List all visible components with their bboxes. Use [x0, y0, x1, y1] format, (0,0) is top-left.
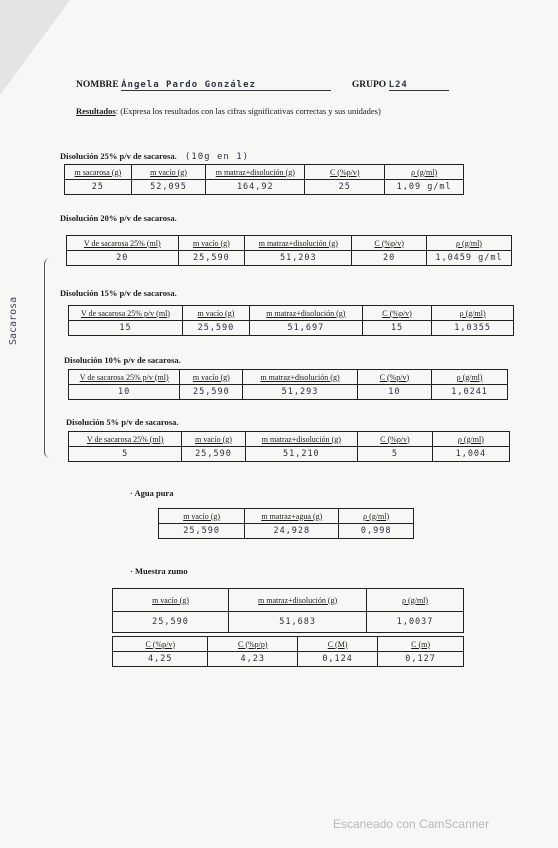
- zumo-title: · Muestra zumo: [130, 566, 188, 576]
- agua-title: · Agua pura: [130, 488, 174, 498]
- table-row: 25,590 51,683 1,0037: [111, 611, 464, 633]
- margin-note: Sacarosa: [8, 296, 19, 345]
- grupo-label: GRUPO: [351, 80, 387, 90]
- table-row: V de sacarosa 25% (ml) m vacío (g) m mat…: [66, 235, 513, 251]
- section-10-title: Disolución 10% p/v de sacarosa.: [64, 355, 181, 365]
- section-25-title: Disolución 25% p/v de sacarosa. (10g en …: [60, 151, 250, 162]
- table-10: V de sacarosa 25% p/v (ml) m vacío (g) m…: [67, 369, 508, 400]
- section-15-title: Disolución 15% p/v de sacarosa.: [60, 288, 177, 298]
- table-row: 15 25,590 51,697 15 1,0355: [68, 320, 514, 336]
- table-row: V de sacarosa 25% p/v (ml) m vacío (g) m…: [67, 369, 508, 385]
- grupo-value: L24: [388, 80, 449, 91]
- table-zumo-2: C (%p/v) C (%p/p) C (M) C (m) 4,25 4,23 …: [111, 636, 464, 667]
- camscanner-watermark: Escaneado con CamScanner: [333, 817, 490, 831]
- table-zumo-1: m vacío (g) m matraz+disolución (g) ρ (g…: [111, 588, 464, 633]
- results-title: Resultados: [76, 106, 116, 116]
- section-5-title: Disolución 5% p/v de sacarosa.: [66, 417, 179, 427]
- nombre-label: NOMBRE: [76, 80, 119, 90]
- name-line: NOMBRE Ángela Pardo González GRUPO L24: [76, 80, 476, 91]
- table-row: 10 25,590 51,293 10 1,0241: [67, 384, 508, 400]
- results-instructions: Resultados: (Expresa los resultados con …: [76, 106, 381, 116]
- table-row: 5 25,590 51,210 5 1,004: [67, 446, 511, 462]
- table-row: m vacío (g) m matraz+disolución (g) ρ (g…: [111, 588, 464, 612]
- table-15: V de sacarosa 25% p/v (ml) m vacío (g) m…: [68, 305, 514, 336]
- table-row: 20 25,590 51,203 20 1,0459 g/ml: [66, 250, 513, 266]
- section-25-note: (10g en 1): [184, 152, 250, 162]
- table-row: C (%p/v) C (%p/p) C (M) C (m): [111, 636, 464, 652]
- table-row: 4,25 4,23 0,124 0,127: [111, 651, 464, 667]
- nombre-value: Ángela Pardo González: [121, 80, 332, 91]
- table-5: V de sacarosa 25% (ml) m vacío (g) m mat…: [67, 431, 511, 462]
- section-20-title: Disolución 20% p/v de sacarosa.: [60, 213, 177, 223]
- table-row: 25 52,095 164,92 25 1,09 g/ml: [64, 179, 464, 195]
- results-text: (Expresa los resultados con las cifras s…: [120, 106, 381, 116]
- folded-corner: [0, 0, 70, 95]
- table-row: V de sacarosa 25% p/v (ml) m vacío (g) m…: [68, 305, 514, 321]
- table-row: m vacío (g) m matraz+agua (g) ρ (g/ml): [157, 508, 414, 524]
- table-25: m sacarosa (g) m vacío (g) m matraz+diso…: [64, 164, 464, 195]
- margin-bracket: [44, 258, 53, 458]
- table-row: 25,590 24,928 0,998: [157, 523, 414, 539]
- table-row: V de sacarosa 25% (ml) m vacío (g) m mat…: [67, 431, 511, 447]
- table-agua: m vacío (g) m matraz+agua (g) ρ (g/ml) 2…: [157, 508, 414, 539]
- table-row: m sacarosa (g) m vacío (g) m matraz+diso…: [64, 164, 464, 180]
- table-20: V de sacarosa 25% (ml) m vacío (g) m mat…: [66, 235, 513, 266]
